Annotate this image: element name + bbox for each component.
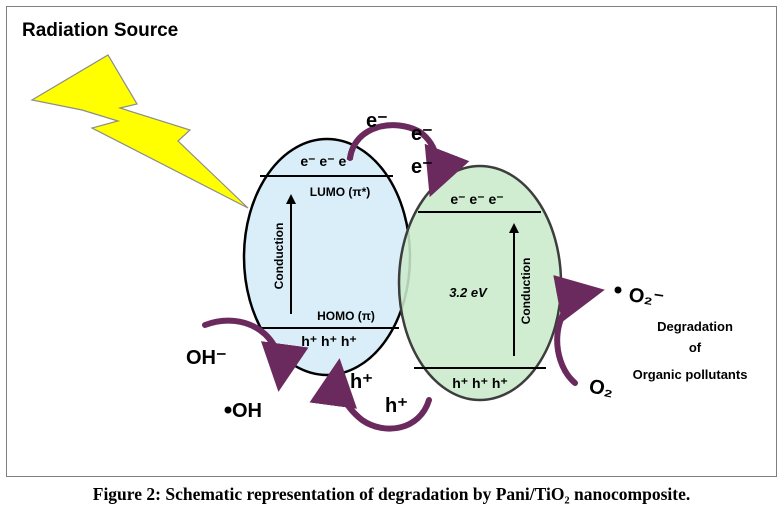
hole-transfer-arrow	[309, 358, 432, 432]
tio2-top-electrons: e⁻ e⁻ e⁻	[450, 191, 503, 207]
oh-reaction-arrow	[202, 317, 309, 392]
electron-transfer-arrow	[347, 122, 470, 198]
transfer-electron-3: e⁻	[411, 156, 433, 178]
transfer-hole-2: h⁺	[385, 395, 408, 417]
oxygen-reactant: O₂	[587, 375, 615, 402]
degradation-line-1: Degradation	[657, 319, 733, 334]
transfer-electron-2: e⁻	[411, 123, 433, 145]
transfer-electron-1: e⁻	[366, 110, 388, 132]
pani-top-electrons: e⁻ e⁻ e⁻	[300, 153, 353, 169]
degradation-line-2: of	[689, 340, 702, 355]
pani-bottom-holes: h⁺ h⁺ h⁺	[301, 333, 357, 349]
o2-reaction-arrow	[553, 275, 605, 386]
hydroxyl-product: OH	[232, 400, 262, 422]
figure-caption: Figure 2: Schematic representation of de…	[92, 484, 691, 504]
tio2-bottom-holes: h⁺ h⁺ h⁺	[452, 375, 508, 391]
lightning-bolt-icon	[30, 54, 249, 209]
pani-homo-label: HOMO (π)	[317, 309, 375, 323]
superoxide-dot-icon	[614, 286, 622, 294]
figure-frame	[6, 6, 777, 477]
radiation-source-title: Radiation Source	[22, 20, 178, 41]
transfer-hole-1: h⁺	[350, 371, 373, 393]
pani-conduction-label: Conduction	[272, 223, 286, 290]
radical-dot-icon	[224, 406, 232, 414]
pani-lumo-label: LUMO (π*)	[310, 185, 371, 199]
tio2-conduction-label: Conduction	[519, 258, 533, 325]
degradation-line-3: Organic pollutants	[633, 367, 748, 382]
hydroxide-reactant: OH⁻	[186, 347, 227, 369]
tio2-band-gap-label: 3.2 eV	[449, 285, 488, 300]
photocatalysis-diagram: Radiation Source e⁻ e⁻ e⁻ LUMO (π*) Cond…	[22, 20, 748, 432]
superoxide-product: O₂⁻	[627, 284, 665, 311]
